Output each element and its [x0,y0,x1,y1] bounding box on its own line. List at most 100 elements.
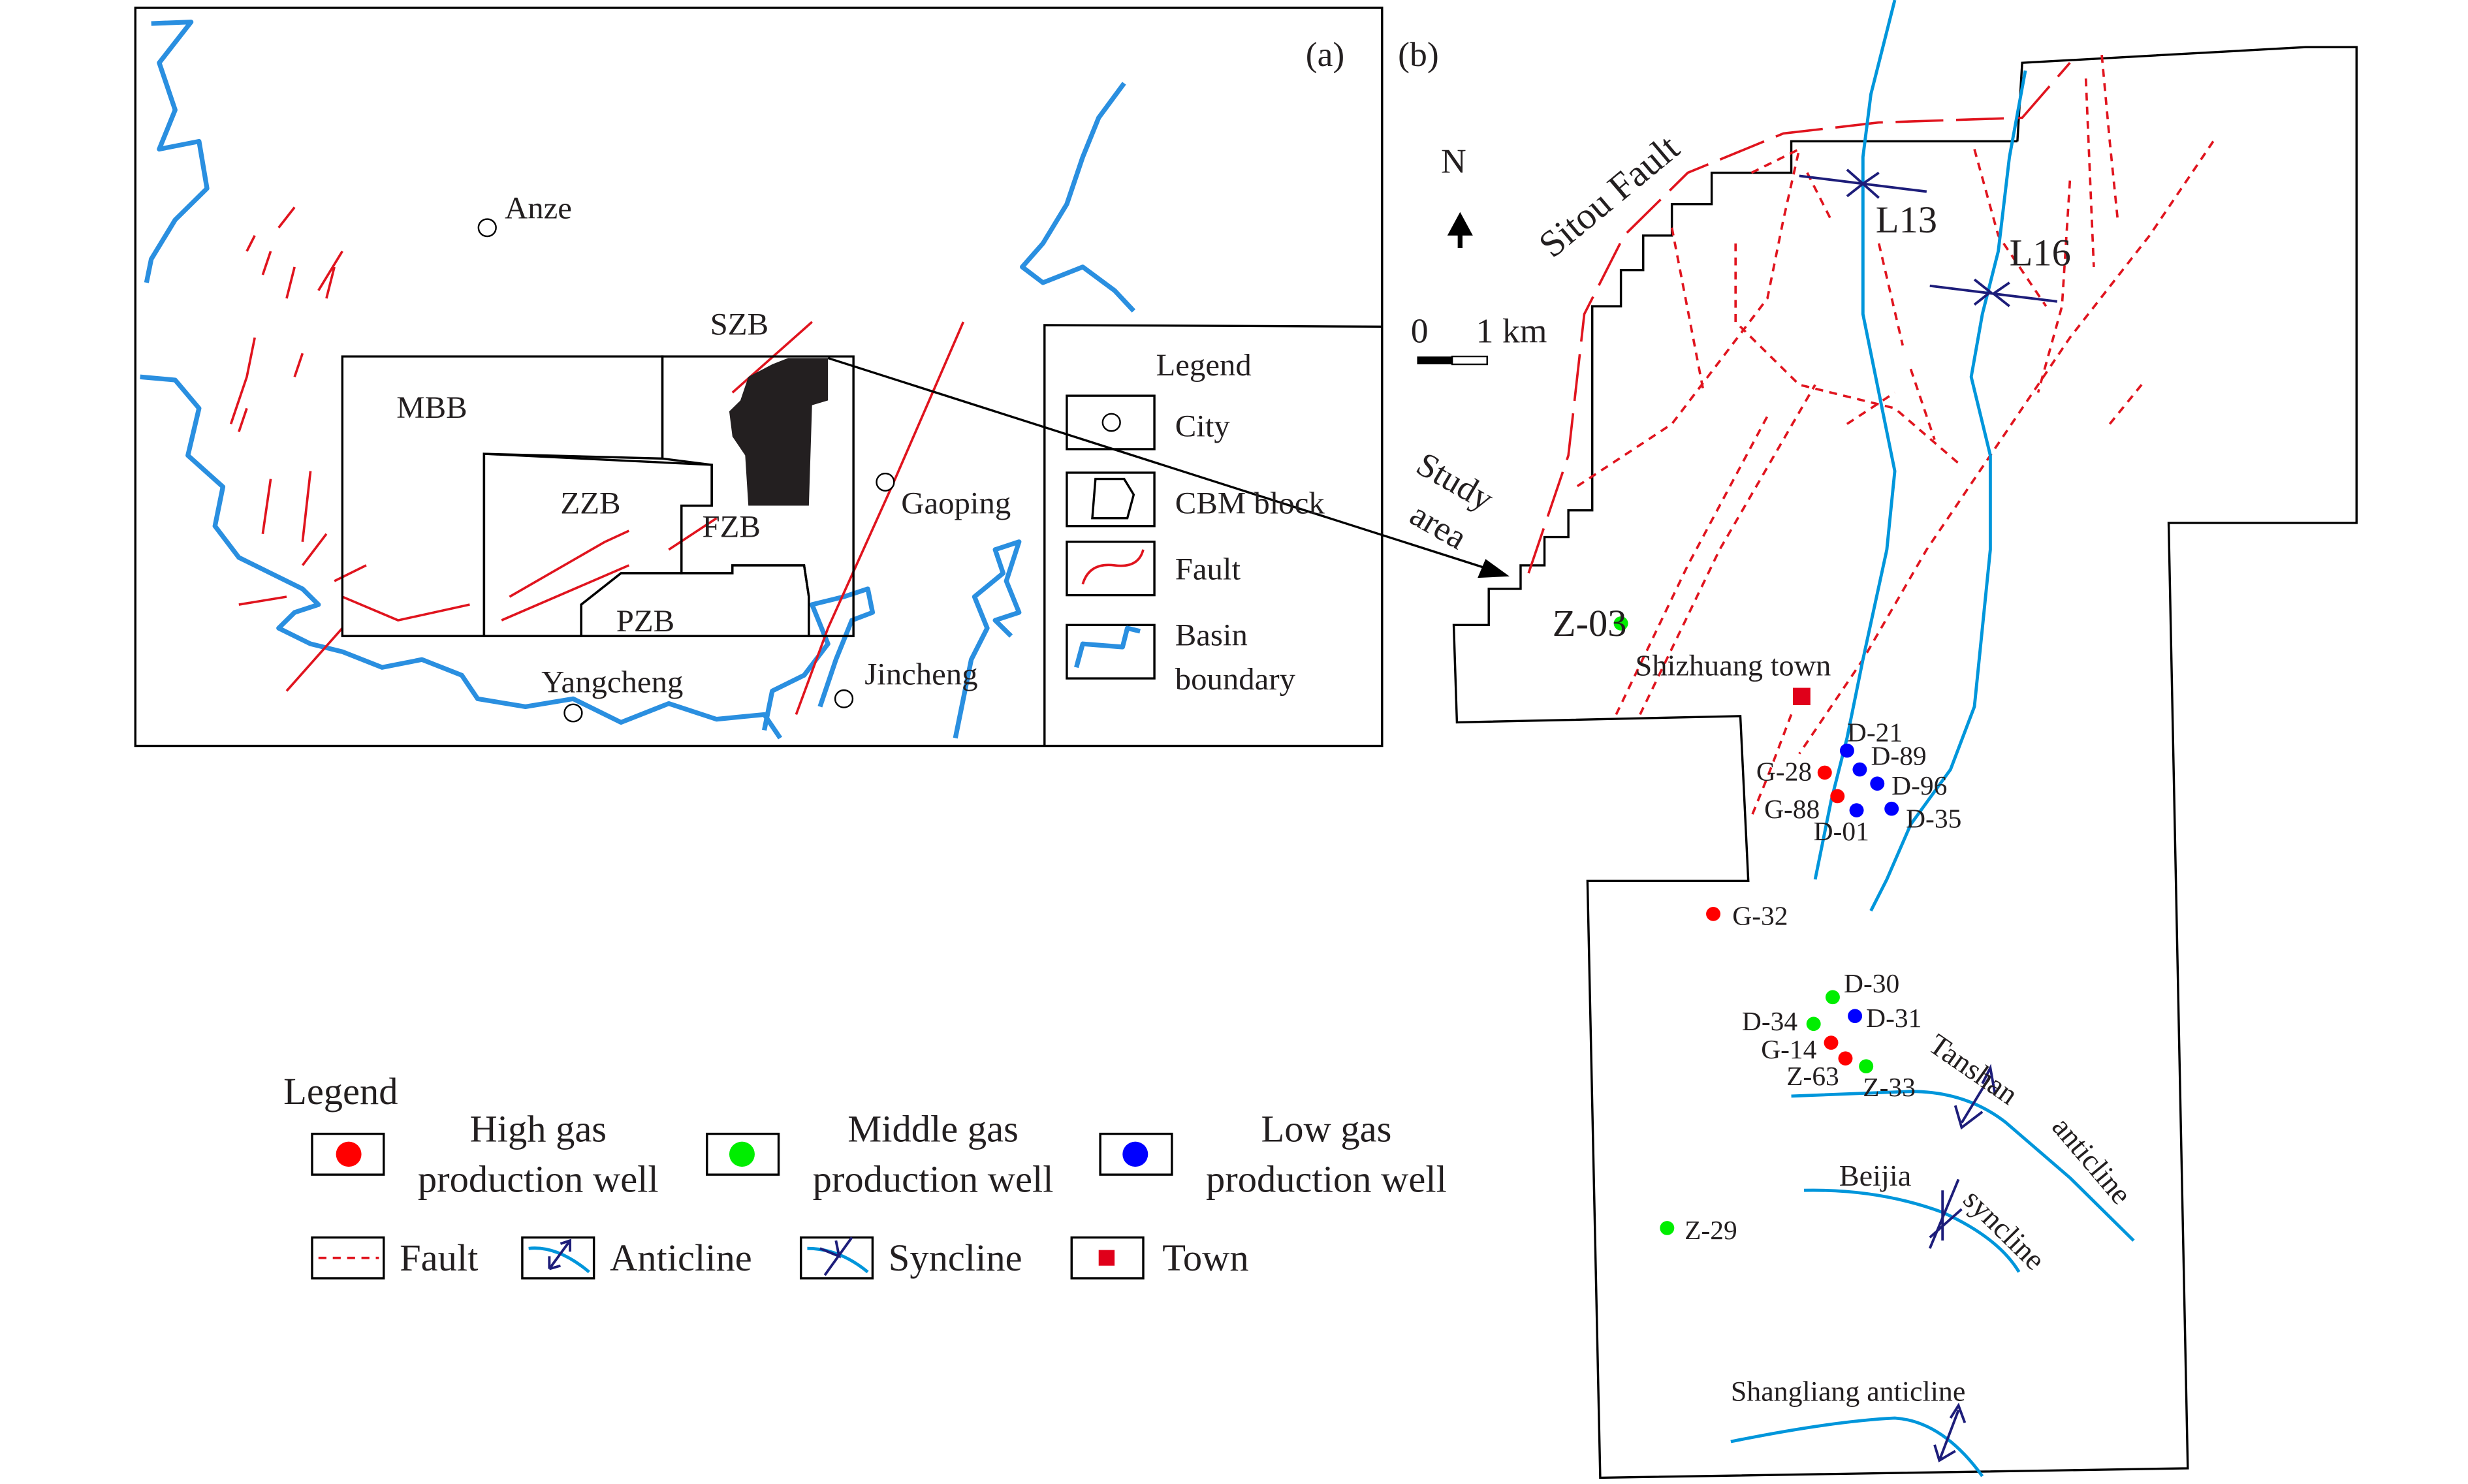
well-label: Z-29 [1685,1215,1737,1245]
town-icon [1792,687,1811,705]
block-label-pzb: PZB [616,604,674,639]
panel-a-legend: Legend City CBM block Fault Basin bounda… [1043,324,1382,746]
block-label-mbb: MBB [396,390,467,425]
scale-value: 1 km [1476,312,1547,351]
well-marker-low [1848,1009,1863,1024]
legend-anticline: Anticline [610,1237,752,1279]
city-label-gaoping: Gaoping [901,486,1011,521]
legend-city-icon [1101,413,1121,432]
fold-label-tanshan-anticline: anticline [2046,1111,2138,1210]
well-label: Z-03 [1553,603,1627,645]
well-label: G-32 [1732,901,1788,931]
syncline-symbol-beijia [1928,1178,1963,1249]
legend-high-2: production well [418,1158,659,1201]
scale-bar [1417,355,1488,366]
panel-b-label: (b) [1398,35,1439,74]
sitou-fault-label: Sitou Fault [1530,126,1687,265]
well-label: D-01 [1814,816,1869,846]
town-label: Shizhuang town [1636,649,1831,682]
well-label: Z-33 [1863,1072,1916,1102]
legend-anticline-icon [528,1239,590,1274]
wells: Z-03D-21G-28 D-89D-96G-88D-01 D-35G-32D-30… [1553,603,1962,1245]
city-label-anze: Anze [505,191,572,226]
legend-a-block: CBM block [1175,486,1325,521]
city-icon-anze [477,218,497,238]
well-marker-low [1870,776,1885,791]
city-icon-jincheng [834,689,854,708]
legend-a-title: Legend [1156,348,1252,383]
north-arrow-icon [1447,212,1473,249]
study-area-boundary [1452,46,2358,1479]
study-area-block [729,358,829,506]
fold-label-beijia-syncline: syncline [1957,1182,2051,1276]
legend-high-1: High gas [469,1108,607,1150]
fold-label-beijia: Beijia [1839,1159,1912,1192]
well-marker-high [1830,789,1845,804]
legend-a-city: City [1175,409,1231,444]
legend-title: Legend [283,1070,398,1113]
legend-fault: Fault [400,1237,478,1279]
fold-axis-shangliang [1730,1416,1984,1477]
well-marker-high [1706,907,1721,921]
well-label: Z-63 [1786,1061,1839,1091]
well-marker-middle [1613,616,1628,631]
panel-b: (b) L13 L16 Sitou Fault N 0 1 km Study a… [1398,0,2358,1479]
fold-label-l16: L16 [2010,232,2071,274]
legend-middle-1: Middle gas [847,1108,1019,1150]
well-marker-high [1824,1035,1839,1050]
legend-middle-2: production well [813,1158,1054,1201]
bottom-legend: Legend High gas production well Middle g… [283,1070,1447,1280]
well-marker-high [1838,1051,1853,1066]
cbm-blocks [341,355,855,637]
well-label: D-96 [1891,770,1947,800]
well-marker-middle [1825,990,1840,1005]
legend-town: Town [1162,1237,1248,1279]
legend-a-boundary: boundary [1175,662,1296,697]
faults-panel-a [229,206,965,716]
well-marker-low [1839,743,1854,758]
well-label: D-30 [1844,968,1899,998]
panel-a: (a) SZB MBB ZZB FZB PZB Anze Gaoping Yan… [134,7,1510,748]
block-label-fzb: FZB [702,510,760,545]
city-icon-gaoping [876,472,895,492]
syncline-symbol-l16 [1929,278,2058,308]
city-label-jincheng: Jincheng [864,657,977,692]
legend-middle-icon [729,1141,755,1167]
legend-a-fault: Fault [1175,552,1241,587]
well-label: G-88 [1764,794,1820,824]
legend-low-icon [1122,1141,1148,1167]
fold-axis-l16 [1869,70,2027,912]
well-marker-high [1817,765,1832,780]
well-label: D-21 [1847,718,1903,748]
well-label: D-89 [1871,741,1926,771]
well-label: D-31 [1866,1003,1922,1033]
fold-axis-tanshan [1791,1090,2135,1242]
well-marker-middle [1859,1059,1874,1074]
fold-label-l13: L13 [1876,198,1937,241]
block-label-zzb: ZZB [560,486,620,521]
well-label: G-28 [1756,757,1812,787]
legend-fault-icon [1081,549,1145,585]
city-icon-yangcheng [563,703,583,723]
legend-basin-icon [1074,625,1141,669]
basin-boundary-west [140,20,876,740]
well-label: D-35 [1906,804,1961,834]
panel-a-frame [134,7,1384,748]
fold-label-shangliang: Shangliang anticline [1731,1376,1965,1408]
fold-label-tanshan: Tanshan [1923,1027,2024,1111]
panel-a-label: (a) [1306,35,1345,74]
zoom-arrow-line [827,356,1497,573]
block-label-szb: SZB [710,308,768,342]
legend-syncline-icon [807,1237,869,1276]
legend-low-1: Low gas [1261,1108,1392,1150]
city-label-yangcheng: Yangcheng [541,665,683,700]
well-marker-low [1852,762,1867,777]
well-label: G-14 [1761,1034,1816,1064]
legend-town-icon [1098,1250,1115,1266]
well-marker-middle [1660,1221,1675,1235]
fold-axis-l13 [1813,0,1897,880]
well-marker-low [1849,803,1864,817]
legend-low-2: production well [1206,1158,1447,1201]
